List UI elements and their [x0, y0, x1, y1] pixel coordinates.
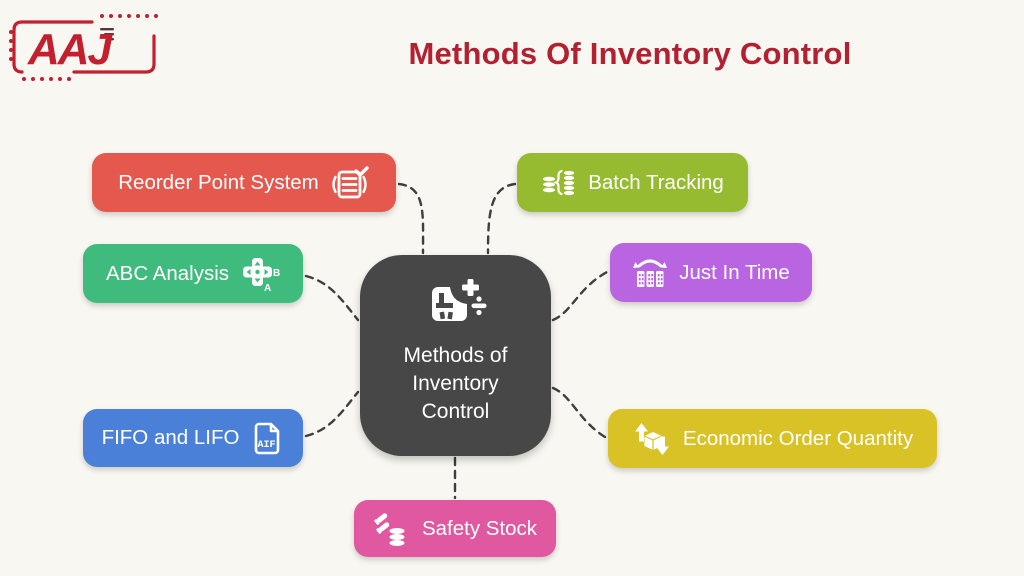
aaj-logo-text: AAJ	[27, 25, 114, 74]
node-reorder-point-system: Reorder Point System	[92, 153, 396, 212]
node-label: Safety Stock	[421, 516, 538, 540]
center-node-label: Methods of Inventory Control	[404, 342, 508, 426]
node-batch-tracking: Batch Tracking	[517, 153, 748, 212]
stock-supply-icon	[373, 510, 411, 548]
node-label: Economic Order Quantity	[682, 426, 914, 450]
coin-stacks-icon	[541, 165, 577, 201]
node-label: Just In Time	[679, 260, 790, 284]
inventory-calc-icon	[424, 277, 488, 334]
cube-arrows-icon	[632, 420, 672, 458]
page-title: Methods Of Inventory Control	[408, 36, 852, 71]
node-label: Batch Tracking	[588, 170, 724, 194]
connector-abc-analysis	[304, 274, 360, 322]
aaj-logo: AAJ	[8, 6, 160, 82]
connector-batch-tracking	[486, 182, 517, 255]
aaj-logo-frame: AAJ	[9, 14, 158, 81]
center-label-line1: Methods of	[403, 344, 508, 367]
node-fifo-and-lifo: FIFO and LIFO AIF	[83, 409, 303, 467]
connector-fifo-and-lifo	[304, 390, 360, 438]
node-abc-analysis: ABC Analysis B A	[83, 244, 303, 303]
connector-economic-order-quantity	[551, 386, 607, 439]
aif-file-icon: AIF	[250, 420, 284, 457]
svg-text:B: B	[273, 268, 280, 279]
svg-text:AIF: AIF	[258, 440, 276, 451]
svg-text:A: A	[264, 283, 271, 292]
gamepad-icon: B A	[240, 255, 280, 292]
node-economic-order-quantity: Economic Order Quantity	[608, 409, 937, 468]
connector-reorder-point-system	[397, 182, 425, 255]
center-label-line3: Control	[421, 400, 490, 423]
center-node-methods-of-inventory-control: Methods of Inventory Control	[360, 255, 551, 456]
columns-cycle-icon	[632, 255, 668, 291]
node-safety-stock: Safety Stock	[354, 500, 556, 557]
connector-just-in-time	[551, 270, 609, 322]
node-label: Reorder Point System	[118, 170, 319, 194]
center-label-line2: Inventory	[412, 372, 499, 395]
node-label: ABC Analysis	[105, 261, 230, 285]
node-just-in-time: Just In Time	[610, 243, 812, 302]
checklist-icon	[330, 164, 370, 202]
node-label: FIFO and LIFO	[101, 426, 240, 449]
